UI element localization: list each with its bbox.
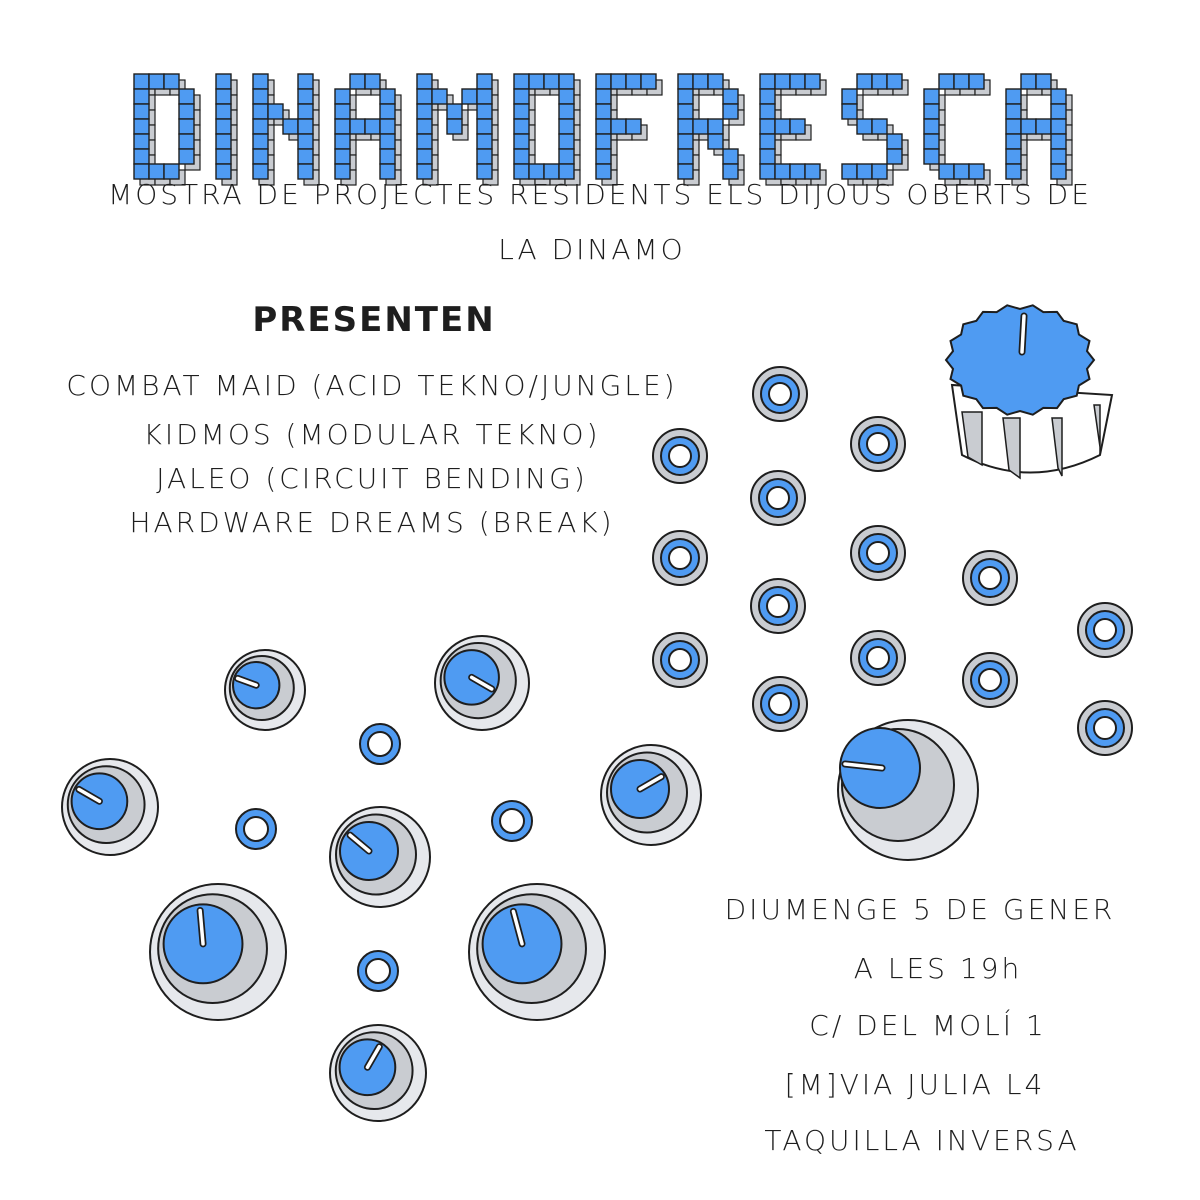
- title-letter: [1005, 73, 1073, 186]
- presenten-heading: PRESENTEN: [252, 300, 496, 340]
- jack-socket-icon: [359, 723, 401, 765]
- event-metro: [M]VIA JULIA L4: [784, 1068, 1046, 1101]
- title-letter: [215, 73, 238, 186]
- pixel-title: [133, 73, 1073, 186]
- title-letter: [841, 73, 909, 186]
- jack-socket-icon: [850, 630, 906, 686]
- jack-socket-icon: [1077, 602, 1133, 658]
- title-letter: [252, 73, 320, 186]
- title-letter: [416, 73, 499, 186]
- event-date: DIUMENGE 5 DE GENER: [724, 893, 1116, 926]
- jack-socket-icon: [750, 578, 806, 634]
- lineup-item: HARDWARE DREAMS (BREAK): [129, 506, 615, 539]
- knob-icon: [224, 649, 306, 731]
- subtitle-line-2: LA DINAMO: [498, 233, 686, 266]
- title-letter: [759, 73, 827, 186]
- knob-icon: [944, 304, 1114, 480]
- title-letter: [677, 73, 745, 186]
- title-letter: [513, 73, 581, 186]
- knob-icon: [329, 1024, 427, 1122]
- lineup-item: COMBAT MAID (ACID TEKNO/JUNGLE): [66, 369, 678, 402]
- jack-socket-icon: [850, 525, 906, 581]
- subtitle-line-1: MOSTRA DE PROJECTES RESIDENTS ELS DIJOUS…: [108, 178, 1092, 211]
- jack-socket-icon: [652, 530, 708, 586]
- knob-icon: [149, 883, 287, 1021]
- jack-socket-icon: [491, 800, 533, 842]
- jack-socket-icon: [652, 428, 708, 484]
- jack-socket-icon: [752, 366, 808, 422]
- title-letter: [923, 73, 991, 186]
- knob-icon: [434, 635, 530, 731]
- jack-socket-icon: [235, 808, 277, 850]
- jack-socket-icon: [850, 416, 906, 472]
- event-time: A LES 19h: [853, 952, 1023, 985]
- knob-icon: [600, 744, 702, 846]
- jack-socket-icon: [357, 950, 399, 992]
- jack-socket-icon: [962, 550, 1018, 606]
- knob-icon: [468, 883, 606, 1021]
- jack-socket-icon: [962, 652, 1018, 708]
- jack-socket-icon: [1077, 700, 1133, 756]
- jack-socket-icon: [752, 676, 808, 732]
- lineup-item: JALEO (CIRCUIT BENDING): [156, 462, 588, 495]
- jack-socket-icon: [652, 632, 708, 688]
- event-address: C/ DEL MOLÍ 1: [809, 1009, 1047, 1042]
- jack-socket-icon: [750, 470, 806, 526]
- knob-icon: [61, 758, 159, 856]
- title-letter: [595, 73, 663, 186]
- event-tickets: TAQUILLA INVERSA: [764, 1124, 1080, 1157]
- knob-icon: [837, 719, 979, 861]
- title-letter: [133, 73, 201, 186]
- title-letter: [334, 73, 402, 186]
- synth-illustration: [61, 304, 1133, 1122]
- knob-icon: [329, 806, 431, 908]
- lineup-item: KIDMOS (MODULAR TEKNO): [143, 418, 601, 451]
